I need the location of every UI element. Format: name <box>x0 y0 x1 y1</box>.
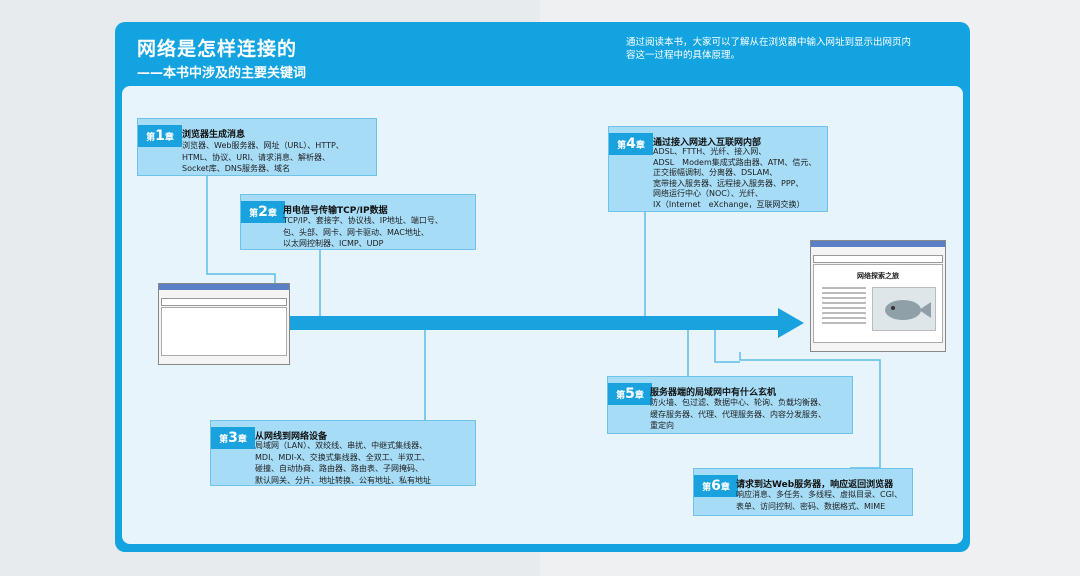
main-arrow-head <box>778 308 804 338</box>
browser-status-bar <box>813 345 943 350</box>
chapter-3-keywords: 局域网（LAN）、双绞线、串扰、中继式集线器、 MDI、MDI-X、交换式集线器… <box>255 440 431 486</box>
keyword-line: 浏览器、Web服务器、网址（URL）、HTTP、 <box>182 141 344 150</box>
browser-titlebar <box>159 284 289 290</box>
keyword-line: 响应消息、多任务、多线程、虚拟目录、CGI、 <box>736 490 903 499</box>
chapter-number: 4 <box>626 136 636 152</box>
web-page-heading: 网络探索之旅 <box>857 272 899 280</box>
keyword-line: 包、头部、网卡、网卡驱动、MAC地址、 <box>283 227 429 237</box>
browser-window-right: 网络探索之旅 <box>810 240 946 352</box>
keyword-line: 默认网关、分片、地址转换、公有地址、私有地址 <box>255 475 431 485</box>
keyword-line: 宽带接入服务器、远程接入服务器、PPP、 <box>653 178 804 188</box>
chapter-suffix: 章 <box>635 140 645 151</box>
chapter-number: 6 <box>711 478 721 494</box>
browser-titlebar <box>811 241 945 247</box>
keyword-line: IX（Internet eXchange，互联网交换） <box>653 199 805 209</box>
keyword-line: ADSL Modem集成式路由器、ATM、信元、 <box>653 157 817 167</box>
chapter-prefix: 第 <box>146 132 156 143</box>
chapter-1-keywords: 浏览器、Web服务器、网址（URL）、HTTP、 HTML、协议、URI、请求消… <box>182 140 344 175</box>
page-subtitle: ——本书中涉及的主要关键词 <box>137 66 307 81</box>
chapter-5-keywords: 防火墙、包过滤、数据中心、轮询、负载均衡器、 缓存服务器、代理、代理服务器、内容… <box>650 397 826 432</box>
page-title: 网络是怎样连接的 <box>137 38 298 60</box>
web-page-text <box>822 287 866 327</box>
chapter-suffix: 章 <box>720 482 730 493</box>
fish-image <box>872 287 936 331</box>
keyword-line: 防火墙、包过滤、数据中心、轮询、负载均衡器、 <box>650 398 826 407</box>
keyword-line: 正交振幅调制、分离器、DSLAM、 <box>653 168 778 177</box>
chapter-number: 5 <box>625 386 635 402</box>
intro-line: 通过阅读本书，大家可以了解从在浏览器中输入网址到显示出网页内 <box>626 37 912 48</box>
chapter-prefix: 第 <box>249 208 259 219</box>
browser-status-bar <box>161 358 287 363</box>
main-arrow-shaft <box>290 316 778 330</box>
keyword-line: 网络运行中心（NOC）、光纤、 <box>653 189 763 198</box>
chapter-suffix: 章 <box>634 390 644 401</box>
chapter-5-title: 服务器端的局域网中有什么玄机 <box>650 388 777 398</box>
browser-viewport: 网络探索之旅 <box>813 264 943 343</box>
browser-address-bar <box>813 255 943 263</box>
keyword-line: 碰撞、自动协商、路由器、路由表、子网掩码、 <box>255 464 423 473</box>
browser-window-left <box>158 283 290 365</box>
chapter-prefix: 第 <box>219 434 229 445</box>
chapter-4-title: 通过接入网进入互联网内部 <box>653 138 762 148</box>
browser-menu <box>813 248 943 253</box>
keyword-line: TCP/IP、套接字、协议栈、IP地址、端口号、 <box>283 216 443 225</box>
browser-menu <box>161 291 287 296</box>
chapter-2-title: 用电信号传输TCP/IP数据 <box>283 206 388 216</box>
chapter-1-title: 浏览器生成消息 <box>182 130 246 140</box>
keyword-line: 局域网（LAN）、双绞线、串扰、中继式集线器、 <box>255 441 428 450</box>
chapter-number: 1 <box>155 128 165 144</box>
browser-address-bar <box>161 298 287 306</box>
browser-viewport <box>161 307 287 356</box>
chapter-3-title: 从网线到网络设备 <box>255 432 328 442</box>
chapter-6-title: 请求到达Web服务器，响应返回浏览器 <box>736 480 894 490</box>
keyword-line: ADSL、FTTH、光纤、接入网、 <box>653 147 767 156</box>
chapter-prefix: 第 <box>617 140 627 151</box>
chapter-number: 3 <box>228 430 238 446</box>
chapter-suffix: 章 <box>267 208 277 219</box>
keyword-line: 重定向 <box>650 421 674 430</box>
intro-line: 容这一过程中的具体原理。 <box>626 50 741 61</box>
chapter-suffix: 章 <box>237 434 247 445</box>
chapter-suffix: 章 <box>164 132 174 143</box>
chapter-2-keywords: TCP/IP、套接字、协议栈、IP地址、端口号、 包、头部、网卡、网卡驱动、MA… <box>283 215 443 250</box>
keyword-line: MDI、MDI-X、交换式集线器、全双工、半双工、 <box>255 452 430 462</box>
chapter-prefix: 第 <box>702 482 712 493</box>
keyword-line: Socket库、DNS服务器、域名 <box>182 164 290 173</box>
keyword-line: 缓存服务器、代理、代理服务器、内容分发服务、 <box>650 409 826 419</box>
chapter-prefix: 第 <box>616 390 626 401</box>
keyword-line: 表单、访问控制、密码、数据格式、MIME <box>736 501 886 511</box>
chapter-4-keywords: ADSL、FTTH、光纤、接入网、 ADSL Modem集成式路由器、ATM、信… <box>653 147 816 210</box>
intro-text: 通过阅读本书，大家可以了解从在浏览器中输入网址到显示出网页内 容这一过程中的具体… <box>626 36 926 62</box>
chapter-6-keywords: 响应消息、多任务、多线程、虚拟目录、CGI、 表单、访问控制、密码、数据格式、M… <box>736 489 902 512</box>
chapter-number: 2 <box>258 204 268 220</box>
connector-ch6 <box>714 330 740 363</box>
keyword-line: HTML、协议、URI、请求消息、解析器、 <box>182 152 331 162</box>
keyword-line: 以太网控制器、ICMP、UDP <box>283 239 384 248</box>
